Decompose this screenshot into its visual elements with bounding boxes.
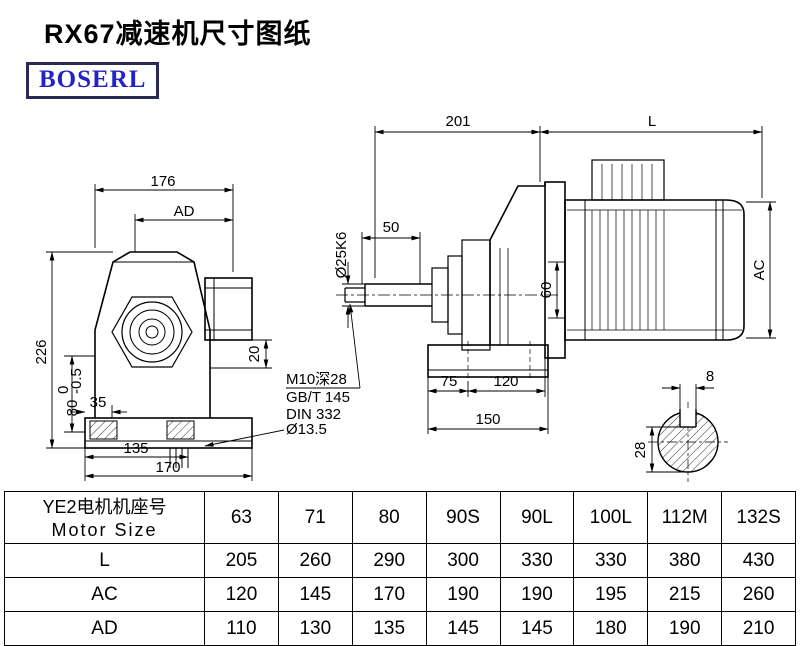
motor-size-header: YE2电机机座号 Motor Size [4, 491, 205, 544]
dim-28-label: 28 [632, 442, 649, 459]
table-cell: 380 [647, 543, 723, 578]
table-cell: 112M [647, 491, 723, 544]
dim-AC-label: AC [751, 259, 768, 280]
dim-201-label: 201 [445, 113, 470, 130]
row-label: AD [4, 611, 205, 646]
note-gbt-label: GB/T 145 [286, 389, 350, 406]
table-cell: 145 [425, 611, 501, 646]
note-din-label: DIN 332 [286, 406, 341, 423]
dim-35-label: 35 [90, 394, 107, 411]
table-cell: 135 [351, 611, 427, 646]
table-header-row: YE2电机机座号 Motor Size 63 71 80 90S 90L 100… [4, 491, 796, 544]
dim-170-label: 170 [155, 459, 180, 476]
dim-8-label: 8 [706, 368, 714, 385]
motor-size-header-en: Motor Size [51, 519, 158, 540]
table-cell: 110 [204, 611, 279, 646]
shaft-section-dimensions: 8 28 [632, 368, 714, 473]
table-cell: 90L [499, 491, 575, 544]
dim-120-label: 120 [493, 373, 518, 390]
side-view-dimensions: 201 L 50 Ø25K6 60 AC M10 [286, 113, 776, 434]
table-cell: 190 [499, 577, 575, 612]
table-cell: 63 [204, 491, 279, 544]
front-view-dimensions: 176 AD 226 80 0 -0.5 20 [33, 173, 327, 481]
table-cell: 330 [499, 543, 575, 578]
table-cell: 100L [573, 491, 649, 544]
table-cell: 170 [351, 577, 427, 612]
dim-226-label: 226 [33, 339, 50, 364]
table-cell: 300 [425, 543, 501, 578]
table-cell: 71 [277, 491, 353, 544]
dim-135-label: 135 [123, 440, 148, 457]
table-cell: 90S [425, 491, 501, 544]
table-cell: 190 [425, 577, 501, 612]
dim-20-label: 20 [246, 346, 263, 363]
shaft-section [648, 402, 728, 482]
table-cell: 210 [721, 611, 796, 646]
table-cell: 80 [351, 491, 427, 544]
table-row: AD 110 130 135 145 145 180 190 210 [4, 611, 796, 646]
dim-50-label: 50 [383, 219, 400, 236]
table-cell: 330 [573, 543, 649, 578]
dim-80-label: 80 [64, 400, 81, 417]
dim-176-label: 176 [150, 173, 175, 190]
technical-drawing: 176 AD 226 80 0 -0.5 20 [33, 113, 776, 482]
dim-80-tol-upper: 0 [55, 386, 72, 394]
motor-size-header-cn: YE2电机机座号 [42, 496, 167, 517]
row-label: L [4, 543, 205, 578]
table-cell: 195 [573, 577, 649, 612]
table-cell: 145 [499, 611, 575, 646]
front-view-outline [84, 251, 253, 468]
table-cell: 215 [647, 577, 723, 612]
table-cell: 290 [351, 543, 427, 578]
dim-AD-label: AD [174, 203, 195, 220]
table-cell: 260 [721, 577, 796, 612]
table-cell: 120 [204, 577, 279, 612]
table-cell: 132S [721, 491, 796, 544]
dim-150-label: 150 [475, 411, 500, 428]
dimension-table: YE2电机机座号 Motor Size 63 71 80 90S 90L 100… [4, 491, 796, 646]
side-view-outline [336, 159, 745, 381]
dim-shaft-diameter-label: Ø25K6 [333, 232, 350, 279]
note-m10-label: M10深28 [286, 371, 347, 388]
dim-60-label: 60 [538, 282, 555, 299]
row-label: AC [4, 577, 205, 612]
table-cell: 145 [277, 577, 353, 612]
table-cell: 205 [204, 543, 279, 578]
brand-logo: BOSERL [26, 62, 160, 99]
table-cell: 180 [573, 611, 649, 646]
table-row: AC 120 145 170 190 190 195 215 260 [4, 577, 796, 612]
table-row: L 205 260 290 300 330 330 380 430 [4, 543, 796, 578]
page-title: RX67减速机尺寸图纸 [44, 19, 312, 49]
table-cell: 190 [647, 611, 723, 646]
dim-L-label: L [648, 113, 656, 130]
table-cell: 130 [277, 611, 353, 646]
dim-75-label: 75 [441, 373, 458, 390]
table-cell: 430 [721, 543, 796, 578]
dim-13-5-label: Ø13.5 [286, 421, 327, 438]
dim-80-tol-lower: -0.5 [68, 368, 85, 394]
table-cell: 260 [277, 543, 353, 578]
brand-logo-text: BOSERL [39, 66, 147, 93]
